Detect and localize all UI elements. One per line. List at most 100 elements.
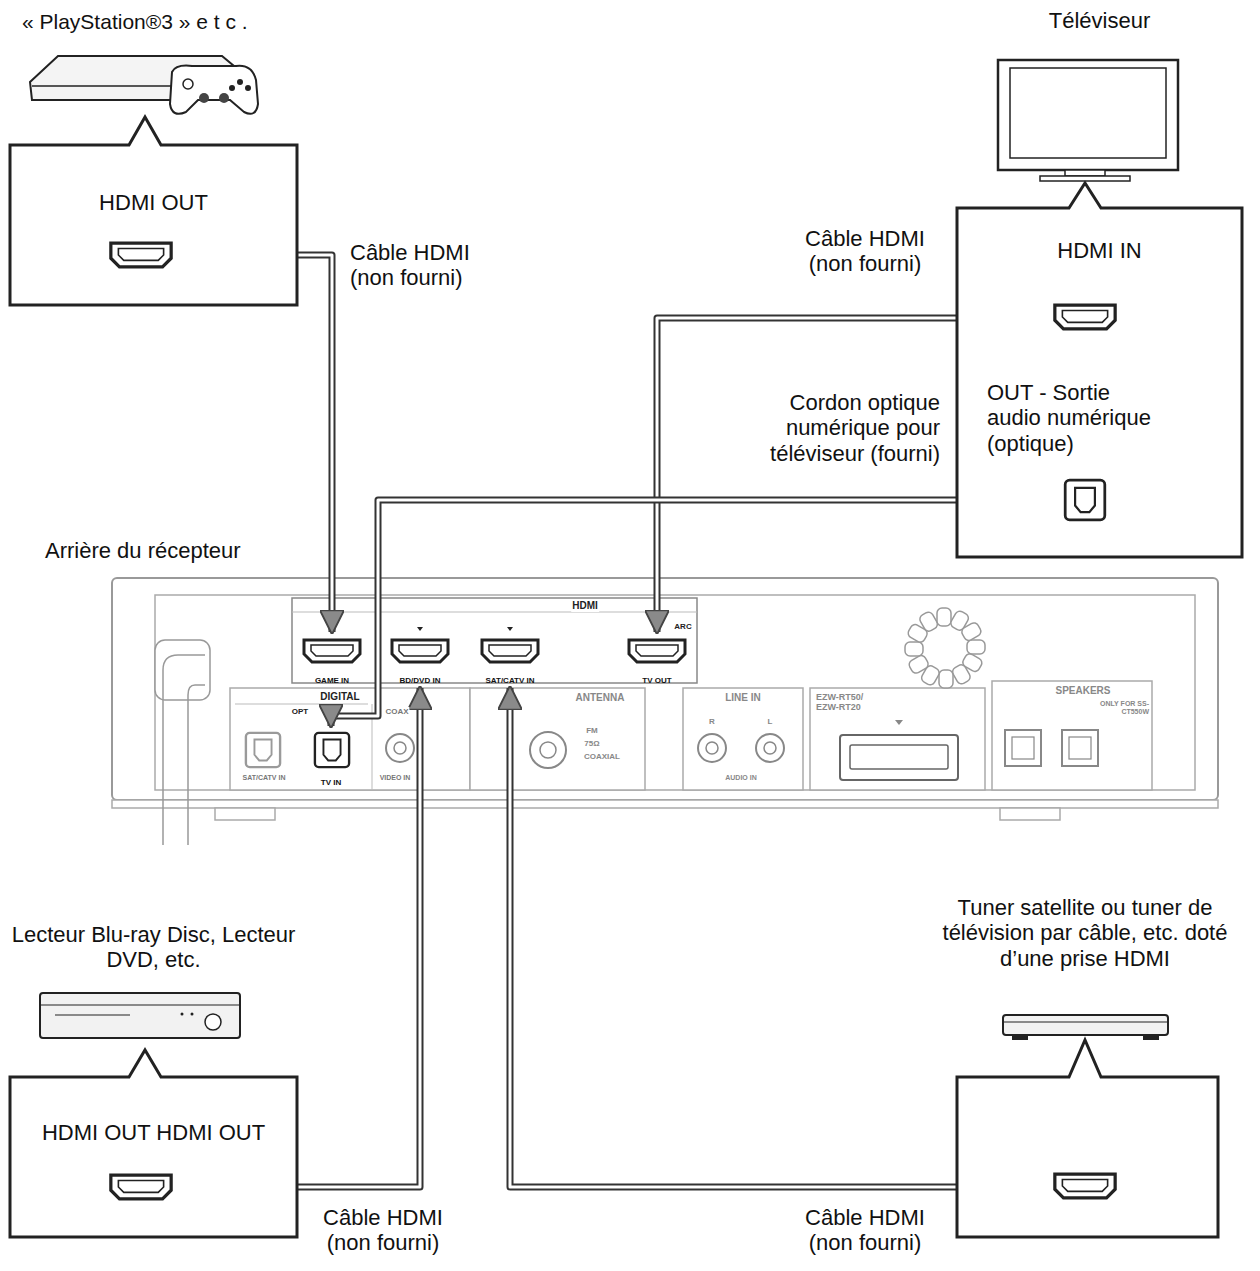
port-icon xyxy=(111,243,171,267)
port-label: FM xyxy=(585,726,599,735)
device-heading: Tuner satellite ou tuner de télévision p… xyxy=(930,895,1240,971)
port-icon xyxy=(1055,1174,1115,1198)
device-heading: Lecteur Blu-ray Disc, Lecteur DVD, etc. xyxy=(10,922,297,973)
receiver-drawing xyxy=(188,685,205,845)
device-box: Lecteur Blu-ray Disc, Lecteur DVD, etc.H… xyxy=(10,1077,297,1237)
device-heading: Téléviseur xyxy=(957,8,1242,33)
receiver-drawing xyxy=(895,720,903,725)
cable-connector xyxy=(297,255,332,632)
receiver-drawing xyxy=(230,688,470,790)
port-label: TV OUT xyxy=(622,676,692,685)
tuner-drawing xyxy=(1003,1022,1168,1023)
receiver-drawing xyxy=(706,742,718,754)
port-label: BD/DVD IN xyxy=(385,676,455,685)
disc-player-drawing xyxy=(40,993,240,1038)
port-label: AUDIO IN xyxy=(724,774,758,782)
port-label: TV IN xyxy=(302,778,360,787)
port-label: L xyxy=(767,717,774,726)
receiver-port: BD/DVD IN xyxy=(385,632,455,688)
cable-connector xyxy=(297,688,420,1187)
cable-connector xyxy=(657,318,957,632)
port-icon xyxy=(111,1175,171,1199)
receiver-drawing xyxy=(540,742,556,758)
receiver-drawing xyxy=(1069,737,1091,759)
port-label: HDMI OUT xyxy=(10,190,297,215)
receiver-drawing xyxy=(992,681,1152,790)
callout-outline xyxy=(957,1040,1218,1237)
port-icon xyxy=(1065,480,1105,520)
cable-connector xyxy=(297,688,420,1187)
disc-player-drawing xyxy=(40,1004,240,1005)
receiver-drawing xyxy=(1012,737,1034,759)
receiver-drawing xyxy=(112,800,1218,808)
cable-connector xyxy=(510,688,957,1187)
tuner-drawing xyxy=(1003,1015,1168,1035)
cable-connector xyxy=(657,318,957,632)
television-drawing xyxy=(1065,170,1105,176)
port-label: SAT/CATV IN xyxy=(242,774,287,782)
group-label: OPT xyxy=(291,707,309,716)
group-label: SPEAKERS xyxy=(1054,685,1111,697)
receiver-drawing xyxy=(629,640,685,662)
receiver-drawing xyxy=(112,578,1218,800)
receiver-drawing xyxy=(155,595,1195,790)
cable-connector xyxy=(510,688,957,1187)
group-label: DIGITAL xyxy=(319,691,360,703)
disc-player-drawing xyxy=(40,993,240,1038)
receiver-port: TV IN xyxy=(302,726,360,790)
cable-label: Câble HDMI (non fourni) xyxy=(790,1205,940,1256)
note-label: ONLY FOR SS-CT550W xyxy=(1092,700,1150,716)
television-drawing xyxy=(998,60,1178,170)
television-drawing xyxy=(998,60,1178,181)
tuner-drawing xyxy=(1003,1015,1168,1040)
receiver-drawing xyxy=(394,742,406,754)
receiver-drawing xyxy=(764,742,776,754)
receiver-drawing xyxy=(304,640,360,662)
receiver-drawing xyxy=(937,608,951,626)
game-console-drawing xyxy=(30,56,258,114)
callout-outline xyxy=(957,1077,1218,1237)
device-box: Tuner satellite ou tuner de télévision p… xyxy=(957,1077,1218,1237)
device-box: TéléviseurHDMI INOUT - Sortie audio numé… xyxy=(957,208,1242,557)
game-console-drawing xyxy=(237,79,243,85)
receiver-drawing xyxy=(292,598,697,683)
receiver-drawing xyxy=(905,642,923,656)
receiver-drawing xyxy=(907,654,930,675)
arrow-head xyxy=(297,688,420,1187)
tuner-drawing xyxy=(1012,1035,1028,1040)
receiver-port: TV OUT xyxy=(622,632,692,688)
receiver-drawing xyxy=(482,640,538,662)
cable-label: Câble HDMI (non fourni) xyxy=(308,1205,458,1256)
group-label: LINE IN xyxy=(724,692,762,704)
group-label: COAX xyxy=(384,707,409,716)
receiver-drawing xyxy=(1062,730,1098,766)
port-label: 75Ω xyxy=(583,739,600,748)
callout-outline xyxy=(10,1077,297,1237)
port-label: HDMI IN xyxy=(957,238,1242,263)
receiver-drawing xyxy=(417,627,423,631)
receiver-drawing xyxy=(215,808,275,820)
receiver-drawing xyxy=(951,663,972,686)
arrow-head xyxy=(297,255,332,632)
receiver-port: GAME IN xyxy=(297,632,367,688)
cable-connector xyxy=(331,500,957,726)
model-label: EZW-RT50/ EZW-RT20 xyxy=(815,692,875,713)
receiver-drawing xyxy=(292,612,697,613)
group-label: HDMI xyxy=(571,600,599,612)
receiver-drawing xyxy=(967,640,985,654)
port-icon xyxy=(1055,305,1115,329)
receiver-drawing xyxy=(939,670,953,688)
cable-label: Câble HDMI (non fourni) xyxy=(350,240,500,291)
cable-connector xyxy=(657,318,957,632)
television-drawing xyxy=(1010,68,1166,158)
port-label: ARC xyxy=(673,622,692,631)
game-console-drawing xyxy=(183,79,193,89)
game-console-drawing xyxy=(199,93,209,103)
port-label: R xyxy=(708,717,716,726)
receiver-drawing xyxy=(756,734,784,762)
cable-connector xyxy=(297,255,332,632)
disc-player-drawing xyxy=(181,1013,184,1016)
receiver-drawing xyxy=(960,621,983,642)
receiver-drawing xyxy=(1005,730,1041,766)
